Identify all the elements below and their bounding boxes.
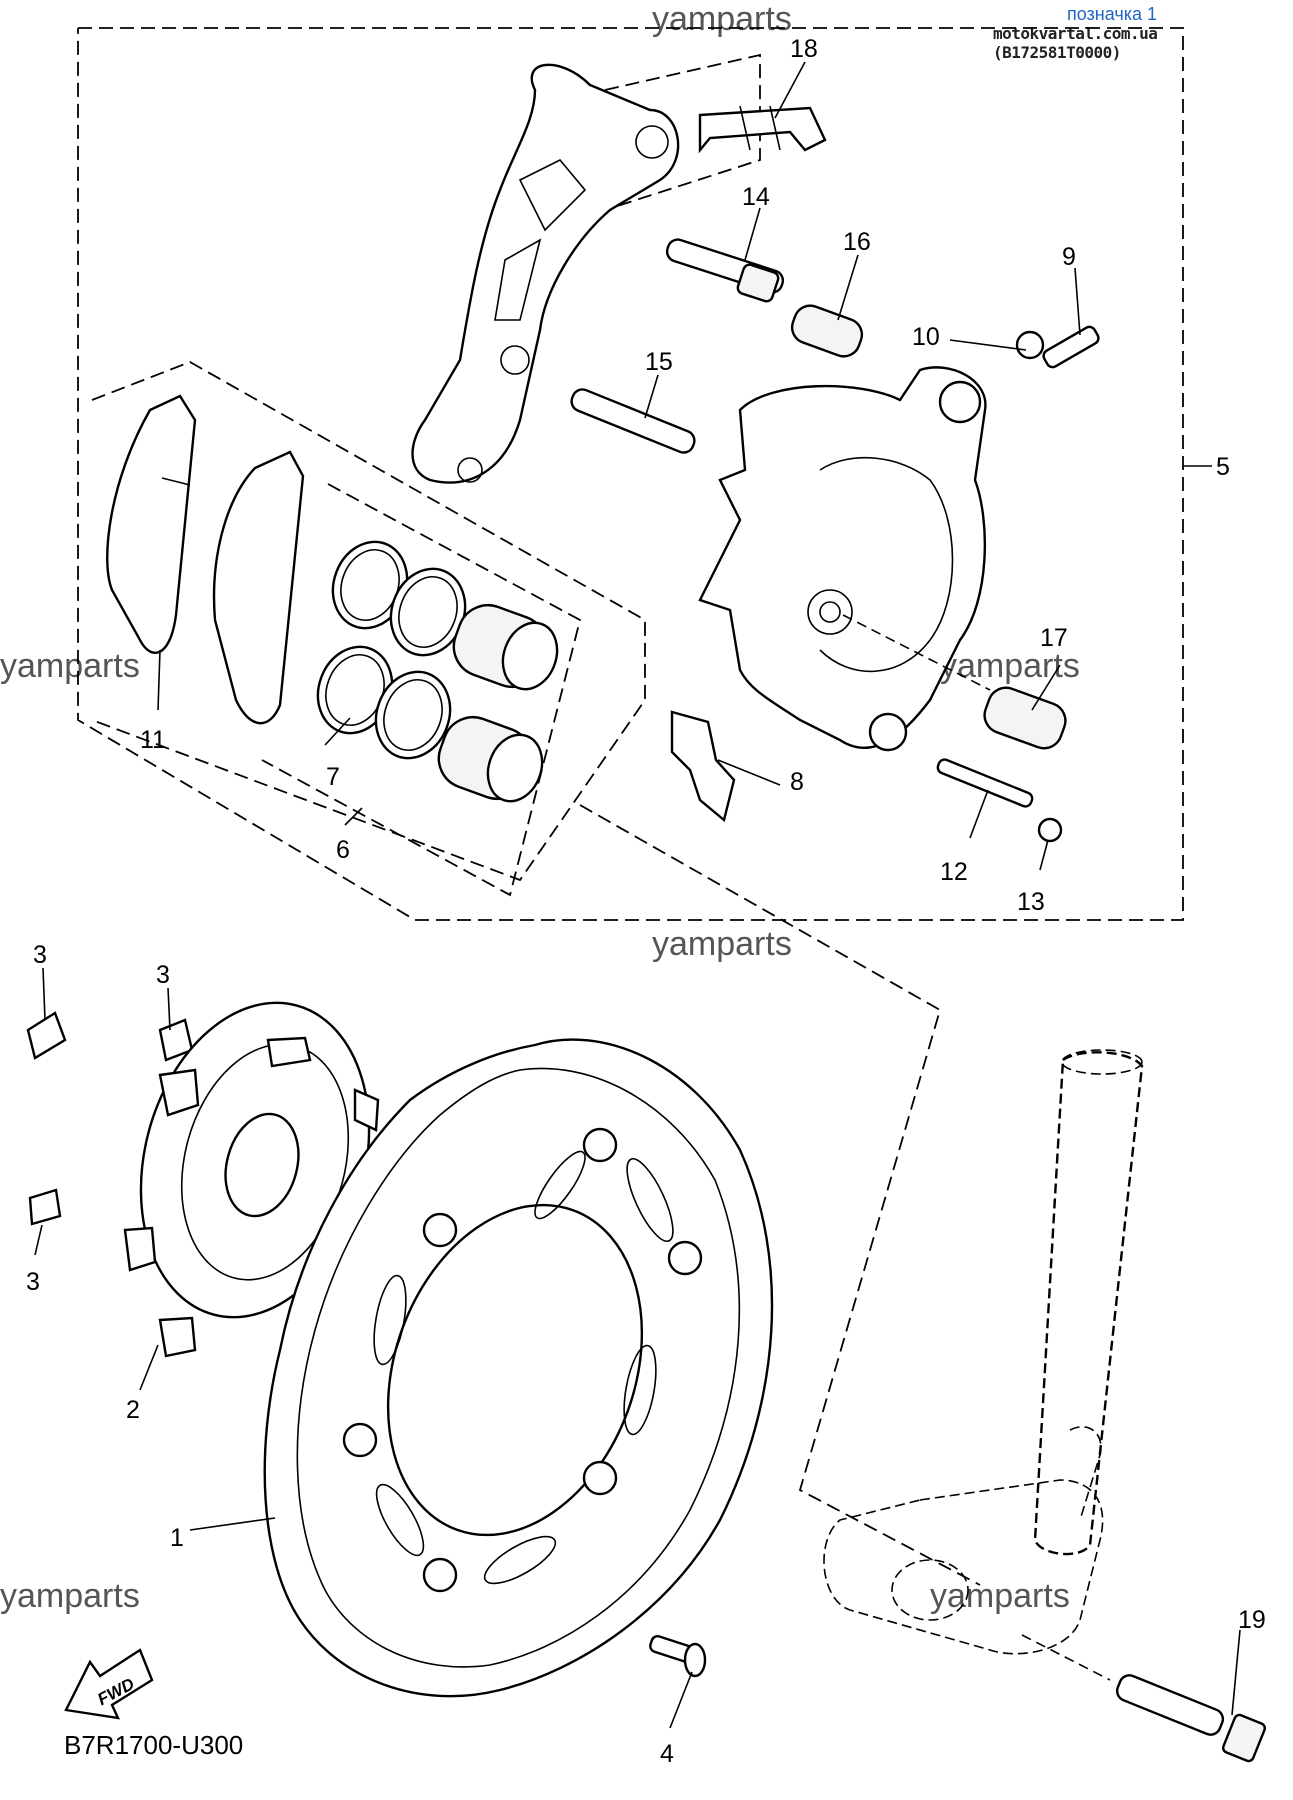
- watermark-top: yamparts: [652, 0, 792, 38]
- caliper-seal-icon: [316, 540, 467, 760]
- slide-pin-icon: [570, 388, 696, 454]
- callout-15: 15: [645, 348, 673, 376]
- watermark-left-lower: yamparts: [0, 1577, 140, 1615]
- brake-pad-set-boundary: [91, 361, 646, 882]
- callout-13: 13: [1017, 888, 1045, 916]
- callout-3-bottom: 3: [26, 1268, 40, 1296]
- caliper-bracket-icon: [411, 63, 680, 484]
- callout-3-top-left: 3: [33, 941, 47, 969]
- callout-8: 8: [790, 768, 804, 796]
- callout-3-top: 3: [156, 961, 170, 989]
- caliper-assembly-boundary: [77, 27, 1184, 921]
- caliper-icon: [698, 366, 987, 752]
- watermark-right-upper: yamparts: [940, 647, 1080, 685]
- disc-screw-icon: [649, 1635, 707, 1678]
- pad-pin-icon: [665, 238, 785, 303]
- callout-6: 6: [336, 836, 350, 864]
- callout-2: 2: [126, 1396, 140, 1424]
- callout-1: 1: [170, 1524, 184, 1552]
- brake-disc-icon: [263, 1038, 774, 1698]
- leader-lines: [34, 61, 1241, 1729]
- callout-11: 11: [140, 726, 166, 754]
- pin-boot-icon: [790, 304, 864, 358]
- brake-pad-icon: [106, 394, 305, 725]
- fwd-arrow-icon: FWD: [64, 1648, 154, 1720]
- fork-leg-icon: [823, 1049, 1144, 1655]
- watermark-middle: yamparts: [652, 925, 792, 963]
- rotor-bolt-icon: [26, 1011, 194, 1226]
- retaining-pin-icon: [936, 758, 1063, 843]
- diagram-code: B7R1700-U300: [64, 1730, 244, 1760]
- pad-clip-icon: [670, 710, 736, 823]
- watermark-left-upper: yamparts: [0, 647, 140, 685]
- callout-7: 7: [326, 763, 340, 791]
- callout-17: 17: [1040, 624, 1068, 652]
- callout-19: 19: [1238, 1606, 1266, 1634]
- caliper-bushing-icon: [983, 686, 1067, 750]
- callout-5: 5: [1216, 453, 1230, 481]
- callout-18: 18: [790, 35, 818, 63]
- pad-spring-icon: [698, 105, 827, 154]
- callout-14: 14: [742, 183, 770, 211]
- header-label: позначка 1: [1067, 4, 1158, 24]
- wheel-hub-icon: [123, 1001, 380, 1358]
- bolt-icon: [1115, 1674, 1267, 1763]
- callout-4: 4: [660, 1740, 674, 1768]
- caliper-seal-kit-boundary: [261, 483, 582, 897]
- callout-9: 9: [1062, 243, 1076, 271]
- callout-16: 16: [843, 228, 871, 256]
- caliper-piston-icon: [437, 604, 559, 803]
- callout-10: 10: [912, 323, 940, 351]
- bleed-screw-icon: [1015, 325, 1100, 369]
- watermark-right-lower: yamparts: [930, 1577, 1070, 1615]
- callout-12: 12: [940, 858, 968, 886]
